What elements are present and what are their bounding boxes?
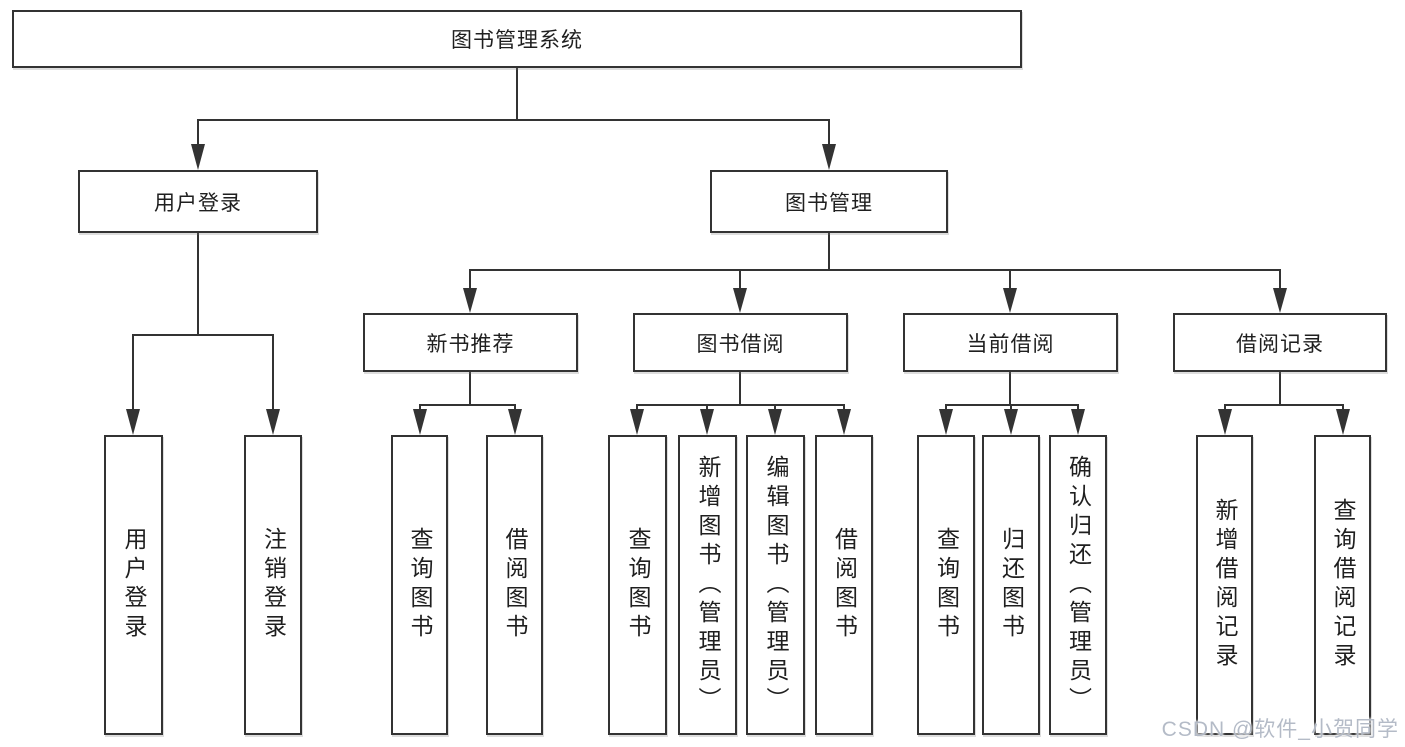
connector-arrowheads — [126, 144, 1350, 435]
leaf-borrow-query-books-label: 查询图书 — [625, 527, 651, 643]
node-new-book-recommend-label: 新书推荐 — [426, 332, 515, 356]
node-user-login-label: 用户登录 — [154, 191, 242, 215]
node-book-management-label: 图书管理 — [785, 191, 873, 215]
leaf-logout: 注销登录 — [244, 435, 302, 735]
leaf-confirm-return-admin: 确认归还（管理员） — [1049, 435, 1107, 735]
node-new-book-recommend: 新书推荐 — [363, 313, 578, 372]
leaf-recommend-query-books: 查询图书 — [391, 435, 448, 735]
node-borrow-records: 借阅记录 — [1173, 313, 1387, 372]
leaf-query-borrow-record: 查询借阅记录 — [1314, 435, 1371, 735]
leaf-add-borrow-record: 新增借阅记录 — [1196, 435, 1253, 735]
node-book-borrow-label: 图书借阅 — [696, 332, 785, 356]
leaf-add-borrow-record-label: 新增借阅记录 — [1212, 498, 1238, 672]
leaf-edit-books-admin: 编辑图书（管理员） — [746, 435, 805, 735]
leaf-return-books: 归还图书 — [982, 435, 1040, 735]
leaf-add-books-admin: 新增图书（管理员） — [678, 435, 737, 735]
leaf-edit-books-admin-label: 编辑图书（管理员） — [763, 454, 789, 716]
leaf-recommend-query-books-label: 查询图书 — [407, 527, 433, 643]
node-borrow-records-label: 借阅记录 — [1236, 332, 1324, 356]
node-current-borrow: 当前借阅 — [903, 313, 1118, 372]
leaf-current-query-books: 查询图书 — [917, 435, 975, 735]
node-root-label: 图书管理系统 — [451, 29, 583, 52]
leaf-recommend-borrow-books: 借阅图书 — [486, 435, 543, 735]
leaf-add-books-admin-label: 新增图书（管理员） — [695, 454, 721, 716]
node-current-borrow-label: 当前借阅 — [966, 332, 1055, 356]
leaf-user-login-label: 用户登录 — [121, 527, 147, 643]
leaf-return-books-label: 归还图书 — [998, 527, 1025, 643]
leaf-borrow-query-books: 查询图书 — [608, 435, 667, 735]
node-user-login: 用户登录 — [78, 170, 318, 233]
leaf-borrow-books: 借阅图书 — [815, 435, 873, 735]
node-root: 图书管理系统 — [12, 10, 1022, 68]
leaf-current-query-books-label: 查询图书 — [933, 527, 960, 643]
leaf-user-login: 用户登录 — [104, 435, 163, 735]
node-book-borrow: 图书借阅 — [633, 313, 848, 372]
leaf-confirm-return-admin-label: 确认归还（管理员） — [1065, 454, 1092, 716]
node-book-management: 图书管理 — [710, 170, 948, 233]
leaf-borrow-books-label: 借阅图书 — [831, 527, 858, 643]
leaf-query-borrow-record-label: 查询借阅记录 — [1330, 498, 1356, 672]
leaf-recommend-borrow-books-label: 借阅图书 — [502, 527, 528, 643]
csdn-watermark: CSDN @软件_小贺同学 — [1161, 718, 1399, 741]
leaf-logout-label: 注销登录 — [260, 527, 287, 643]
